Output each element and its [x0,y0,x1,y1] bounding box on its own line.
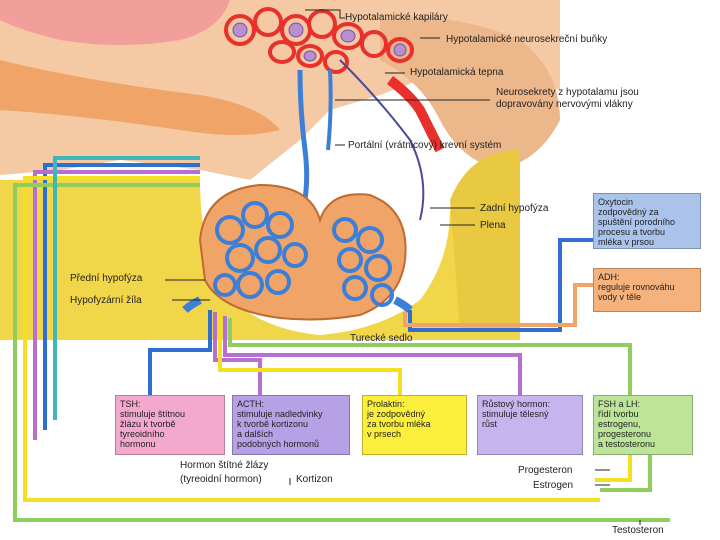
pituitary-gland [198,183,407,321]
leader-lines [165,9,641,525]
label-sella-turcica: Turecké sedlo [350,333,413,344]
box-oxytocin: Oxytocin zodpovědný za spuštění porodníh… [593,193,701,249]
label-hypothalamic-artery: Hypotalamická tepna [410,67,504,78]
label-testosterone: Testosteron [612,525,664,536]
bone-right [450,150,520,330]
label-cortisol: Kortizon [296,474,333,485]
box-fsh-lh: FSH a LH: řídí tvorbu estrogenu, progest… [593,395,693,455]
box-prolactin: Prolaktin: je zodpovědný za tvorbu mléka… [362,395,467,455]
box-fsh-lh-text: FSH a LH: řídí tvorbu estrogenu, progest… [598,399,656,449]
right-brain-tissue [380,17,560,170]
pituitary-vein-right [393,296,413,313]
box-acth-text: ACTH: stimuluje nadledvinky k tvorbě kor… [237,399,323,449]
label-neurosecretory-cells: Hypotalamické neurosekreční buňky [446,34,608,45]
label-estrogen: Estrogen [533,480,574,491]
upper-tissue-pink [0,0,230,45]
hormone-pathways [13,156,670,522]
label-neurosecretions-line1: Neurosekrety z hypotalamu jsou [496,87,639,98]
hypothalamic-artery [386,76,445,153]
box-adh: ADH: reguluje rovnováhu vody v těle [593,268,701,312]
pituitary-vein-left [182,296,202,313]
label-neurosecretions-line2: dopravovány nervovými vlákny [496,99,633,110]
nerve-fibers [339,59,425,221]
portal-vessel-2 [326,69,333,151]
box-growth-hormone: Růstový hormon: stimuluje tělesný růst [477,395,583,455]
box-acth: ACTH: stimuluje nadledvinky k tvorbě kor… [232,395,350,455]
box-tsh: TSH: stimuluje štítnou žlázu k tvorbě ty… [115,395,225,455]
optic-nerve-tissue [0,60,280,135]
label-thyroid-hormone-line2: (tyreoidní hormon) [180,474,262,485]
label-pia: Plena [480,220,506,231]
sphenoid-bone [0,180,520,340]
box-adh-text: ADH: reguluje rovnováhu vody v těle [598,272,675,302]
box-tsh-text: TSH: stimuluje štítnou žlázu k tvorbě ty… [120,399,186,449]
label-hypothalamic-capillaries: Hypotalamické kapiláry [345,12,448,23]
label-portal-system: Portální (vrátnicový) krevní systém [348,140,502,151]
label-anterior-pituitary: Přední hypofýza [70,273,143,284]
box-growth-hormone-text: Růstový hormon: stimuluje tělesný růst [482,399,551,429]
label-pituitary-vein: Hypofyzární žíla [70,295,142,306]
label-thyroid-hormone-line1: Hormon štítné žlázy [180,460,269,471]
box-prolactin-text: Prolaktin: je zodpovědný za tvorbu mléka… [367,399,431,439]
label-progesterone: Progesteron [518,465,573,476]
neurosecretory-cells [232,22,407,62]
hypothalamic-capillaries [224,7,414,74]
label-posterior-pituitary: Zadní hypofýza [480,203,549,214]
box-oxytocin-text: Oxytocin zodpovědný za spuštění porodníh… [598,197,676,247]
